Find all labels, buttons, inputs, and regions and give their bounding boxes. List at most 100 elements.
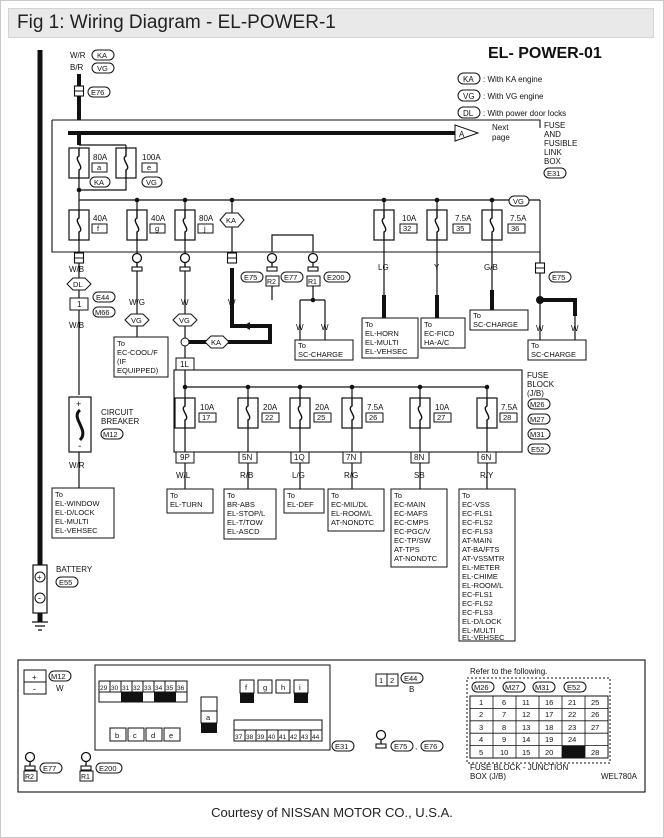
m31-shape — [527, 428, 551, 440]
dest-window-line-2: EL-D/LOCK — [55, 508, 95, 517]
bf27-shape — [409, 397, 431, 429]
fuse-box-l2: AND — [544, 130, 561, 139]
ka-badge-shape — [457, 72, 481, 85]
dest-ficd-l3: HA-A/C — [424, 338, 450, 347]
dest-def-text: To EL-DEF — [287, 491, 314, 509]
bf22-shape — [237, 397, 259, 429]
r1-e200-ring — [80, 751, 92, 771]
dest-main-box — [390, 488, 448, 568]
e31-letter-e-box — [163, 727, 181, 742]
e76b-label: E76 — [424, 742, 437, 751]
dest-vss-line-6: AT-BA/FTS — [462, 545, 499, 554]
y-label: Y — [434, 263, 440, 272]
dest-sc3-box — [527, 339, 587, 361]
dest-main-line-6: AT-TPS — [394, 545, 420, 554]
bf22-wirecolor: R/B — [240, 471, 253, 480]
junction-open-circle — [180, 337, 190, 347]
sc1-w1: W — [296, 323, 304, 332]
dest-sc2-l2: SC-CHARGE — [473, 320, 518, 329]
bf22-id: 22 — [265, 413, 273, 422]
dest-mil-line-2: EL-ROOM/L — [331, 509, 372, 518]
bf28-shape — [476, 397, 498, 429]
fuse-35-amp: 7.5A — [455, 214, 472, 223]
legend-dl: DL : With power door locks — [457, 106, 566, 119]
jb-r4c1: 10 — [500, 748, 508, 757]
fuse-block-l3: (J/B) — [527, 389, 544, 398]
dest-main-line-3: EC-CMPS — [394, 518, 429, 527]
dest-main-line-4: EC-PGC/V — [394, 527, 430, 536]
bf28-pinbox — [477, 451, 497, 464]
dest-window-line-3: EL-MULTI — [55, 517, 89, 526]
jb-e52-shape — [563, 681, 587, 693]
fuse-block-c2: M27 — [530, 415, 545, 424]
e31-pin-31: 31 — [122, 685, 130, 692]
bf17-pinbox — [175, 451, 195, 464]
figure-title: Fig 1: Wiring Diagram - EL-POWER-1 — [17, 12, 336, 33]
gb-label: G/B — [484, 263, 498, 272]
wire-color-wr: W/R — [70, 51, 86, 60]
fusible-link-100a-amp: 100A — [142, 153, 161, 162]
dest-mil-line-0: To — [331, 491, 339, 500]
battery-plus-circle — [34, 571, 46, 583]
e200-shape — [323, 271, 351, 283]
fusible-link-80a-idbox — [91, 162, 108, 173]
bf25-pin: 1Q — [294, 453, 305, 462]
fusible-link-80a-badge: KA — [94, 178, 104, 187]
dest-vss-line-5: AT-MAIN — [462, 536, 492, 545]
vg-badge-shape — [457, 89, 481, 102]
e44-pin-2: 2 — [390, 676, 394, 685]
e31-tab — [200, 696, 218, 712]
pin-1: 1 — [77, 300, 82, 309]
r1-label: R1 — [308, 279, 317, 286]
e31-letter-d-box — [145, 727, 163, 742]
block-fuse-17: 10A 17 9P W/L — [174, 384, 217, 489]
bus-vg-badge: VG — [513, 197, 524, 206]
jb-r0c3: 16 — [545, 698, 553, 707]
bf25-id: 25 — [317, 413, 325, 422]
e76b-shape — [420, 740, 444, 752]
fusible-link-100a-badge: VG — [146, 178, 157, 187]
wire-color-br: B/R — [70, 63, 84, 72]
fuse-j-amp: 80A — [199, 214, 214, 223]
sc1-w2: W — [321, 323, 329, 332]
legend-ka: KA : With KA engine — [457, 72, 543, 85]
bf17-pin: 9P — [180, 453, 190, 462]
wiring-diagram: EL- POWER-01 KA : With KA engine VG : Wi… — [17, 45, 646, 793]
top-ka-badge: KA — [97, 51, 107, 60]
e77-label: E77 — [284, 273, 297, 282]
dest-abs-box — [223, 488, 277, 540]
r1b-box — [79, 770, 94, 782]
dest-main-line-2: EC-MAFS — [394, 509, 428, 518]
legend-ka-badge: KA — [463, 75, 474, 84]
e52-shape — [527, 443, 551, 455]
dest-window-line-0: To — [55, 490, 63, 499]
top-vg-badge-shape — [91, 62, 115, 74]
dest-cool-l1: To — [117, 339, 125, 348]
battery-plus: + — [37, 573, 42, 582]
dest-window-line-4: EL-VEHSEC — [55, 526, 98, 535]
bf22-pinbox — [238, 451, 258, 464]
fuse-g-idbox — [149, 223, 166, 234]
bf28-wirecolor: R/Y — [480, 471, 494, 480]
jb-r4c3: 20 — [545, 748, 553, 757]
jb-r1c1: 7 — [502, 710, 506, 719]
e75-e76-comma: , — [415, 742, 417, 751]
dl-badge: DL — [73, 280, 83, 289]
ka-diamond-2: KA — [211, 338, 221, 347]
dest-vss-line-13: EC-FLS3 — [462, 608, 493, 617]
e31-letter-c: c — [133, 731, 137, 740]
fuse-block-l1: FUSE — [527, 371, 548, 380]
battery-minus-circle — [34, 592, 46, 604]
fuse-32-id: 32 — [403, 224, 411, 233]
jb-r3c0: 4 — [479, 735, 483, 744]
m66-label: M66 — [95, 308, 110, 317]
e31-letter-h: h — [281, 683, 285, 692]
jb-caption-2: BOX (J/B) — [470, 772, 506, 781]
dest-ficd-box — [420, 317, 466, 349]
r2-label: R2 — [267, 279, 276, 286]
merge-dot — [76, 187, 82, 193]
dest-vss-line-11: EC-FLS1 — [462, 590, 493, 599]
fuse-35-shape — [426, 209, 448, 241]
cb-element — [75, 408, 85, 442]
dest-ficd-l2: EC-FICD — [424, 329, 455, 338]
